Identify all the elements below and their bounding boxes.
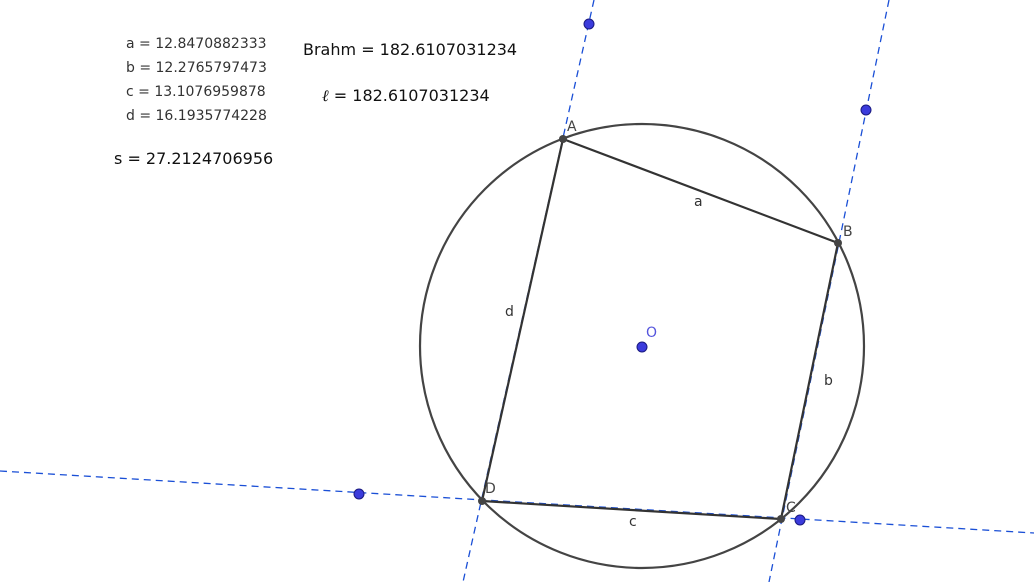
side-b[interactable] bbox=[779, 242, 840, 520]
brahmagupta-area-readout[interactable]: Brahm = 182.6107031234 bbox=[303, 40, 517, 59]
label-side-c: c bbox=[629, 514, 637, 530]
semiperimeter-readout[interactable]: s = 27.2124706956 bbox=[114, 149, 273, 168]
label-side-b: b bbox=[824, 373, 833, 389]
vertex-B[interactable] bbox=[834, 239, 842, 247]
control-point[interactable] bbox=[353, 488, 365, 500]
label-C: C bbox=[786, 500, 796, 516]
semiperimeter-value: = 27.2124706956 bbox=[127, 149, 274, 168]
control-point[interactable] bbox=[583, 18, 595, 30]
value-b[interactable]: b = 12.2765797473 bbox=[126, 60, 267, 76]
vertex-A[interactable] bbox=[559, 135, 567, 143]
side-c[interactable] bbox=[481, 499, 782, 521]
label-side-a: a bbox=[694, 194, 703, 210]
center-point-O[interactable] bbox=[636, 341, 648, 353]
side-a[interactable] bbox=[562, 137, 839, 245]
dashed-line-through-D-C[interactable] bbox=[0, 470, 1034, 534]
label-A: A bbox=[567, 119, 577, 135]
label-D: D bbox=[485, 481, 496, 497]
vertex-C[interactable] bbox=[777, 515, 785, 523]
label-side-d: d bbox=[505, 304, 514, 320]
brahmagupta-name: Brahm bbox=[303, 40, 357, 59]
brahmagupta-value: = 182.6107031234 bbox=[361, 40, 518, 59]
ell-value: = 182.6107031234 bbox=[333, 86, 490, 105]
side-d[interactable] bbox=[480, 138, 565, 502]
value-a[interactable]: a = 12.8470882333 bbox=[126, 36, 267, 52]
value-d[interactable]: d = 16.1935774228 bbox=[126, 108, 267, 124]
ell-readout[interactable]: ℓ = 182.6107031234 bbox=[322, 86, 490, 106]
circumcircle[interactable] bbox=[418, 122, 866, 570]
semiperimeter-name: s bbox=[114, 149, 123, 168]
control-point[interactable] bbox=[860, 104, 872, 116]
ell-name: ℓ bbox=[322, 86, 329, 105]
label-B: B bbox=[843, 224, 853, 240]
vertex-D[interactable] bbox=[478, 497, 486, 505]
label-O: O bbox=[646, 325, 657, 341]
value-c[interactable]: c = 13.1076959878 bbox=[126, 84, 266, 100]
control-point[interactable] bbox=[794, 514, 806, 526]
